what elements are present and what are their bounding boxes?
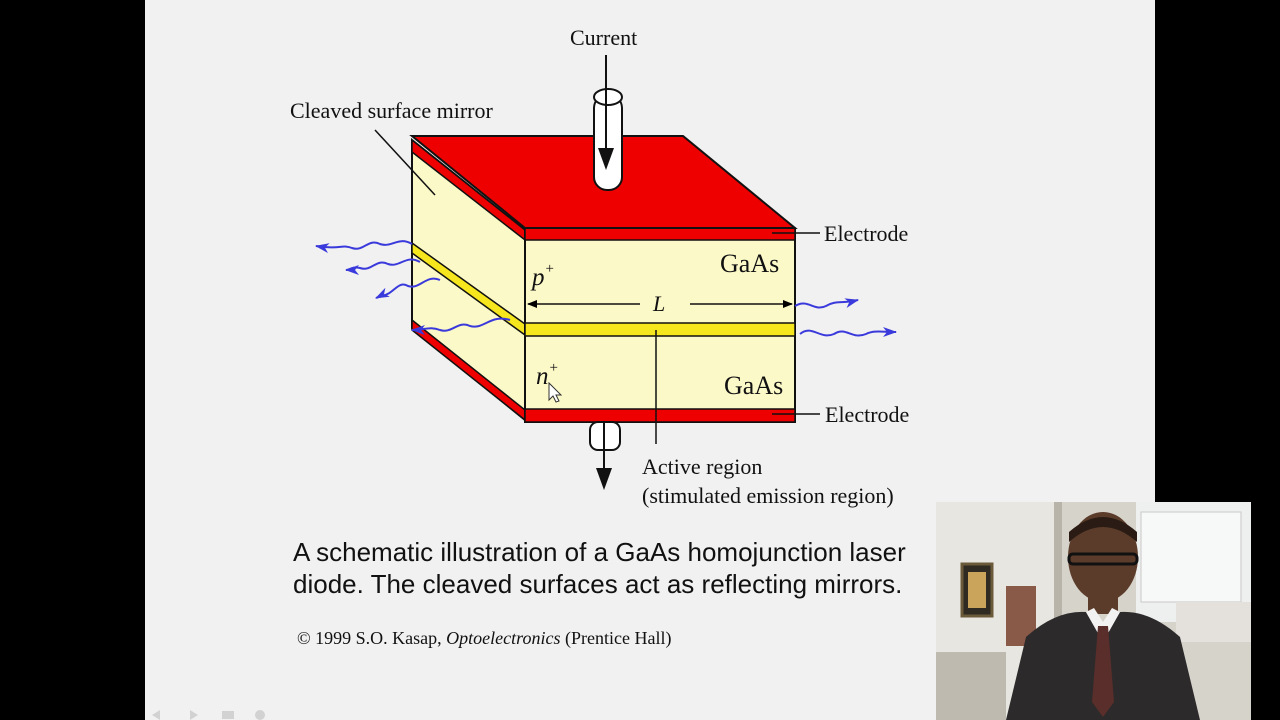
figure-caption: A schematic illustration of a GaAs homoj…: [293, 536, 953, 600]
mirror-pointer-line: [374, 129, 436, 196]
credit-prefix: © 1999 S.O. Kasap,: [297, 628, 447, 648]
electrode-top-label: Electrode: [824, 221, 909, 246]
electrode-bottom-label: Electrode: [825, 402, 910, 427]
caption-line-1: A schematic illustration of a GaAs homoj…: [293, 537, 906, 567]
caption-line-2: diode. The cleaved surfaces act as refle…: [293, 569, 903, 599]
n-plus-label: n+: [536, 360, 558, 390]
copyright-credit: © 1999 S.O. Kasap, Optoelectronics (Pren…: [297, 628, 671, 649]
current-lead: [593, 55, 623, 191]
gaas-top-label: GaAs: [720, 249, 780, 278]
active-layer-front: [524, 322, 796, 337]
prev-slide-icon[interactable]: [152, 710, 160, 720]
credit-book-title: Optoelectronics: [446, 628, 561, 648]
credit-suffix: (Prentice Hall): [560, 628, 672, 648]
n-superscript: +: [549, 360, 558, 376]
playback-controls: [152, 710, 265, 720]
p-letter: p: [532, 264, 545, 291]
mirror-label: Cleaved surface mirror: [290, 98, 493, 123]
current-label: Current: [570, 25, 638, 50]
mouse-cursor-icon: [548, 381, 563, 403]
gaas-bottom-label: GaAs: [724, 371, 784, 400]
top-electrode-front: [524, 227, 796, 241]
emitted-light-right: [794, 298, 897, 337]
active-region-sublabel: (stimulated emission region): [642, 483, 894, 508]
p-superscript: +: [545, 261, 554, 277]
presenter-video: [936, 502, 1251, 720]
p-plus-label: p+: [532, 261, 554, 291]
bottom-electrode-front: [524, 408, 796, 423]
presenter-video-frame: [936, 502, 1251, 720]
slide-menu-icon[interactable]: [222, 711, 234, 719]
length-label: L: [653, 291, 666, 316]
next-slide-icon[interactable]: [190, 710, 198, 720]
active-region-label: Active region: [642, 454, 763, 479]
n-letter: n: [536, 363, 549, 390]
bottom-lead: [589, 421, 621, 490]
zoom-icon[interactable]: [255, 710, 265, 720]
emitted-light-left: [315, 240, 511, 335]
